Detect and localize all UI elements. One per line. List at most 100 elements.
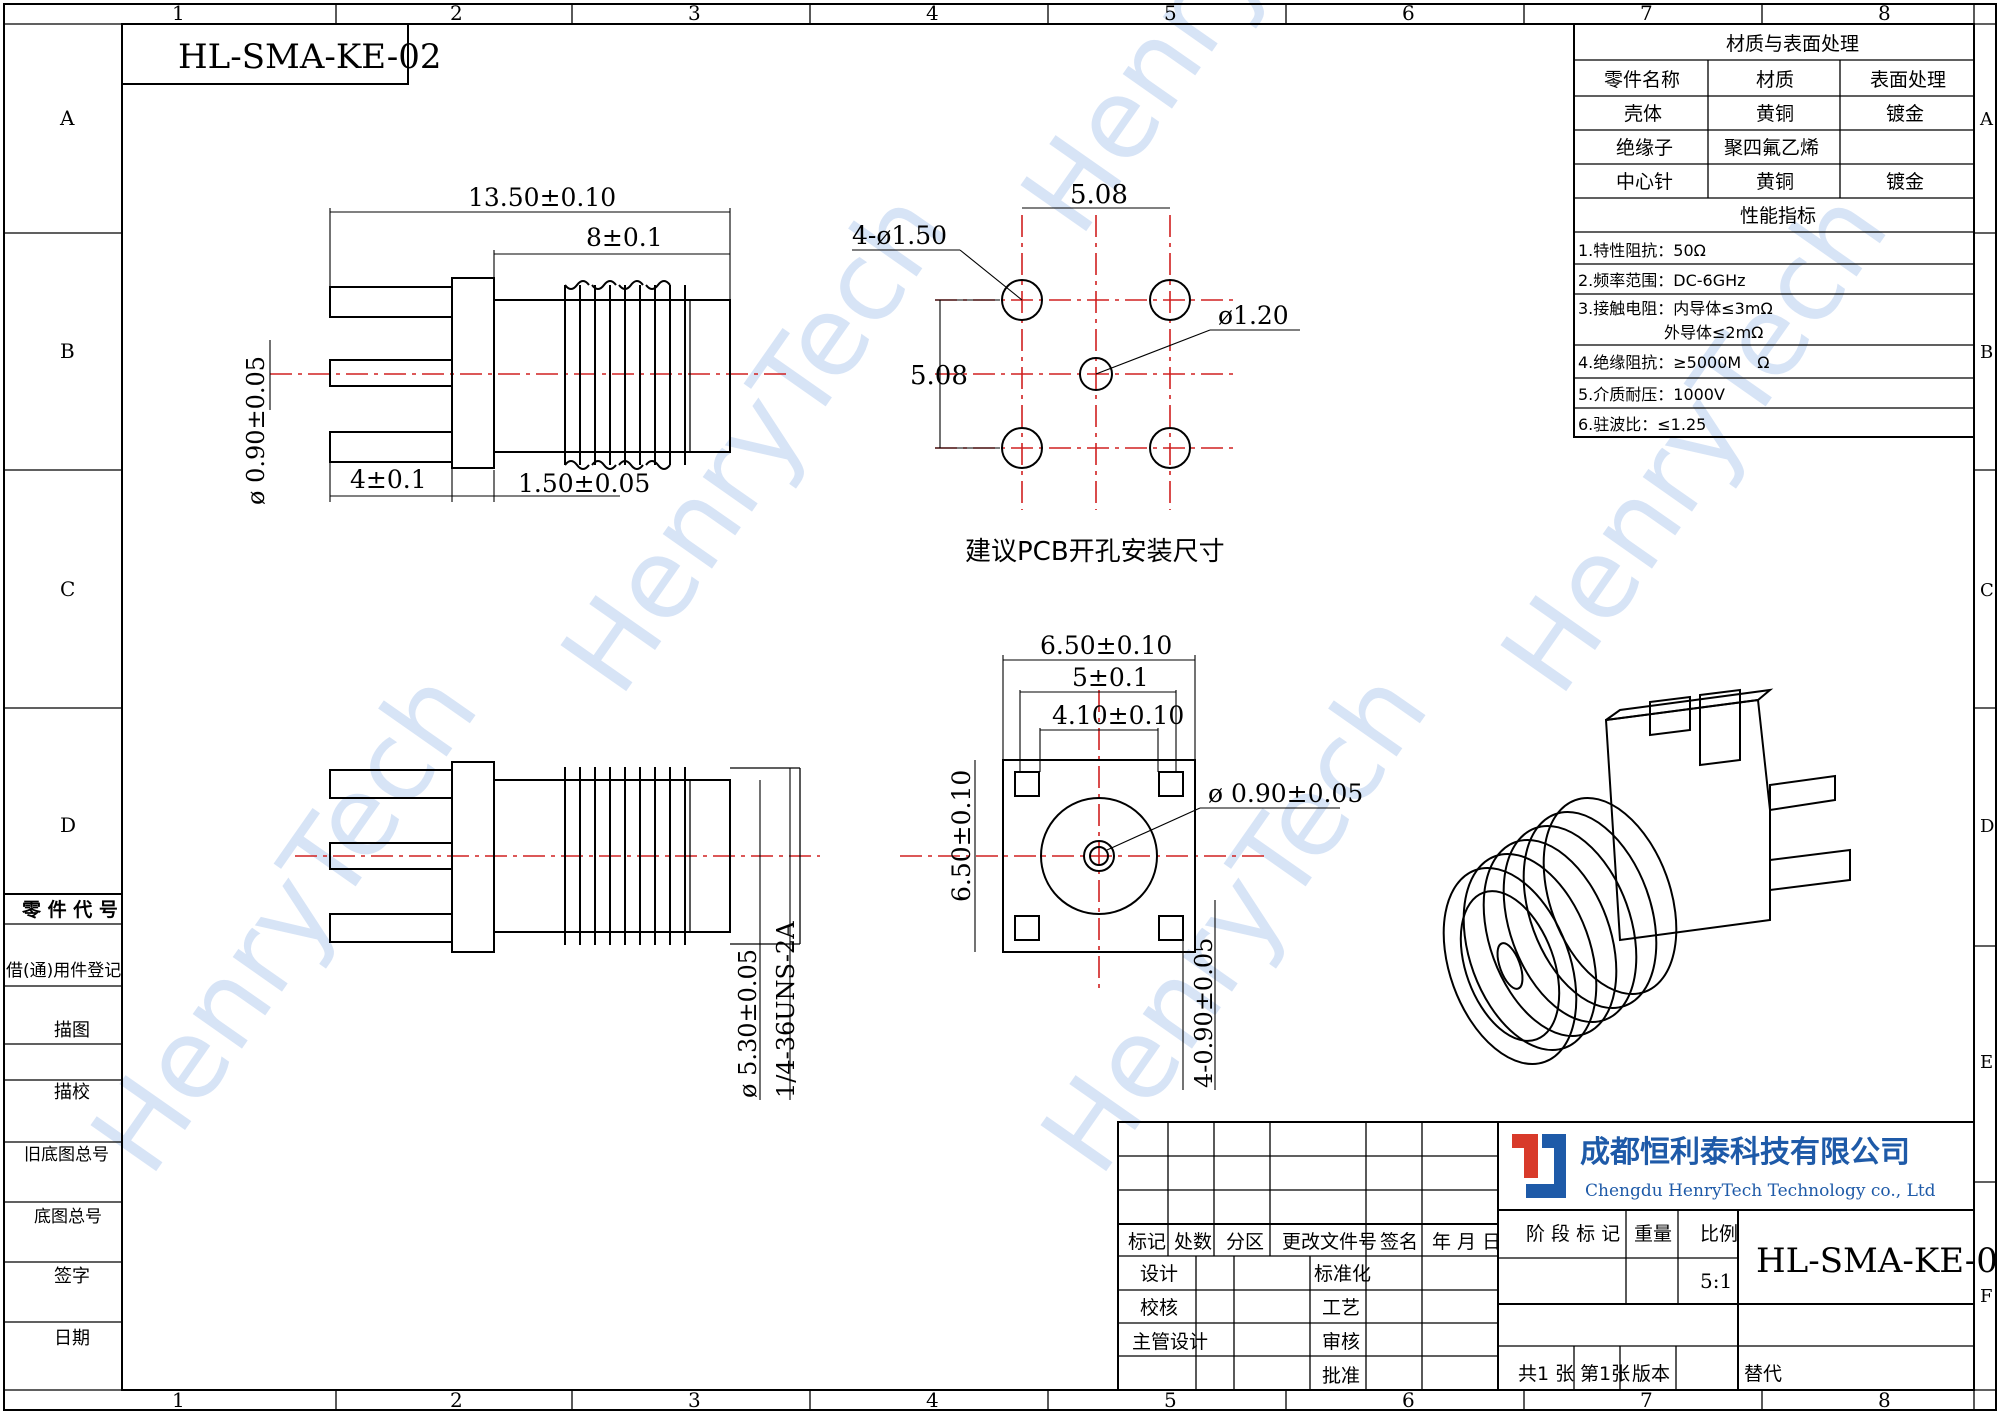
row-left-b: B (60, 339, 75, 363)
sign-check: 校核 (1140, 1297, 1178, 1319)
stage-label: 阶 段 标 记 (1526, 1223, 1620, 1245)
sheets-total: 共1 张 (1518, 1363, 1574, 1385)
mat-r1-part: 壳体 (1624, 103, 1662, 125)
row-left-a: A (59, 106, 75, 130)
column-markers: 1 2 3 4 5 6 7 8 1 2 3 4 5 6 7 8 (172, 1, 1891, 1412)
watermark-text-1: HenryTech (66, 649, 502, 1195)
perf-3b: 外导体≤2mΩ (1664, 323, 1763, 342)
pcb-caption: 建议PCB开孔安装尺寸 (965, 537, 1225, 567)
col-bot-5: 5 (1164, 1388, 1177, 1412)
col-bot-6: 6 (1402, 1388, 1415, 1412)
perf-2: 2.频率范围：DC-6GHz (1578, 271, 1746, 290)
iso-view (1442, 688, 1851, 1066)
dim-thread-dia: ø 5.30±0.05 (734, 949, 762, 1098)
scale-label: 比例 (1700, 1223, 1738, 1245)
rev-h-count: 处数 (1174, 1231, 1212, 1253)
sheet-number: 第1张 (1580, 1363, 1630, 1385)
strip-trace-check: 描校 (54, 1082, 90, 1103)
dim-thread-spec: 1/4-36UNS-2A (772, 921, 800, 1098)
replace-label: 替代 (1744, 1363, 1782, 1385)
col-bot-4: 4 (926, 1388, 939, 1412)
rev-h-doc: 更改文件号 (1282, 1231, 1377, 1253)
rev-h-mark: 标记 (1128, 1231, 1166, 1253)
col-top-8: 8 (1878, 1, 1891, 25)
company-logo (1512, 1134, 1566, 1198)
perf-title: 性能指标 (1740, 205, 1816, 227)
dim-pin-len: 4±0.1 (350, 465, 427, 494)
mat-h-material: 材质 (1756, 69, 1794, 91)
rev-h-sign: 签名 (1380, 1231, 1418, 1253)
dim-front-width: 6.50±0.10 (1040, 631, 1172, 660)
col-top-7: 7 (1640, 1, 1653, 25)
dim-front-legs: 4-0.90±0.05 (1190, 938, 1218, 1088)
company-cn: 成都恒利泰科技有限公司 (1580, 1135, 1910, 1170)
perf-4: 4.绝缘阻抗：≥5000M Ω (1578, 353, 1769, 372)
row-right-d: D (1980, 816, 1994, 837)
mat-h-part: 零件名称 (1604, 69, 1680, 91)
dim-flange: 1.50±0.05 (518, 469, 650, 498)
mat-r3-finish: 镀金 (1886, 171, 1924, 193)
dim-pcb-holes: 4-ø1.50 (852, 221, 947, 250)
mat-h-finish: 表面处理 (1870, 69, 1946, 91)
dim-pcb-pitch-v: 5.08 (910, 361, 968, 391)
side-view-bottom: ø 5.30±0.05 1/4-36UNS-2A (295, 761, 820, 1100)
row-left-d: D (60, 813, 76, 837)
dim-front-pin-span: 4.10±0.10 (1052, 701, 1184, 730)
rev-h-date: 年 月 日 (1432, 1231, 1501, 1253)
mat-title: 材质与表面处理 (1726, 33, 1859, 55)
title-block: 标记 处数 分区 更改文件号 签名 年 月 日 设计 校核 主管设计 标准化 工… (1117, 1121, 2000, 1391)
col-top-6: 6 (1402, 1, 1415, 25)
mat-r3-part: 中心针 (1616, 171, 1673, 193)
dim-pcb-center: ø1.20 (1218, 301, 1289, 330)
rev-h-zone: 分区 (1226, 1231, 1264, 1253)
left-strip: 零 件 代 号 借(通)用件登记 描图 描校 旧底图总号 底图总号 签字 日期 (4, 893, 122, 1349)
row-markers: A B C D A B C D E F (4, 106, 1996, 1307)
row-left-c: C (60, 577, 75, 601)
dim-thread-len: 8±0.1 (586, 223, 663, 252)
col-bot-3: 3 (688, 1388, 701, 1412)
mat-r2-material: 聚四氟乙烯 (1724, 137, 1819, 159)
watermark-text-5: HenryTech (996, 0, 1432, 255)
strip-date: 日期 (54, 1328, 90, 1349)
row-right-b: B (1980, 342, 1993, 363)
mat-r1-material: 黄铜 (1756, 103, 1794, 125)
version-label: 版本 (1632, 1363, 1670, 1385)
col-bot-1: 1 (172, 1388, 185, 1412)
strip-base: 底图总号 (34, 1207, 102, 1227)
perf-1: 1.特性阻抗：50Ω (1578, 241, 1706, 260)
dim-front-inner: 5±0.1 (1072, 663, 1149, 692)
mat-r3-material: 黄铜 (1756, 171, 1794, 193)
strip-signature: 签字 (54, 1266, 90, 1287)
col-bot-8: 8 (1878, 1388, 1891, 1412)
col-bot-2: 2 (450, 1388, 463, 1412)
scale-value: 5:1 (1700, 1269, 1732, 1293)
dim-front-height: 6.50±0.10 (947, 770, 976, 902)
col-top-4: 4 (926, 1, 939, 25)
row-right-a: A (1979, 109, 1994, 130)
row-right-f: F (1980, 1286, 1993, 1307)
watermark-text-3: HenryTech (1016, 649, 1452, 1195)
side-view-top: 13.50±0.10 8±0.1 ø 0.90±0.05 4±0.1 1.50±… (242, 183, 790, 505)
dim-front-pin-dia: ø 0.90±0.05 (1208, 779, 1363, 808)
strip-old-base: 旧底图总号 (24, 1145, 109, 1165)
col-top-1: 1 (172, 1, 185, 25)
perf-3: 3.接触电阻：内导体≤3mΩ (1578, 299, 1773, 318)
perf-6: 6.驻波比：≤1.25 (1578, 415, 1706, 434)
front-view: 6.50±0.10 5±0.1 4.10±0.10 6.50±0.10 ø 0.… (900, 631, 1363, 1090)
sign-lead: 主管设计 (1132, 1331, 1208, 1353)
sign-std: 标准化 (1314, 1263, 1371, 1285)
part-number-block: HL-SMA-KE-02 (1756, 1241, 2000, 1281)
strip-part-code: 零 件 代 号 (21, 898, 118, 921)
dim-overall: 13.50±0.10 (468, 183, 616, 212)
company-en: Chengdu HenryTech Technology co., Ltd (1585, 1181, 1936, 1201)
part-number-top: HL-SMA-KE-02 (178, 37, 441, 77)
col-top-3: 3 (688, 1, 701, 25)
sign-design: 设计 (1140, 1263, 1178, 1285)
strip-borrow: 借(通)用件登记 (6, 961, 121, 981)
outer-frame (3, 3, 1997, 1411)
sign-process: 工艺 (1322, 1297, 1360, 1319)
sign-review: 审核 (1322, 1331, 1360, 1353)
part-number-box (121, 23, 409, 85)
materials-table: 材质与表面处理 零件名称 材质 表面处理 壳体 黄铜 镀金 绝缘子 聚四氟乙烯 … (1573, 23, 1975, 438)
